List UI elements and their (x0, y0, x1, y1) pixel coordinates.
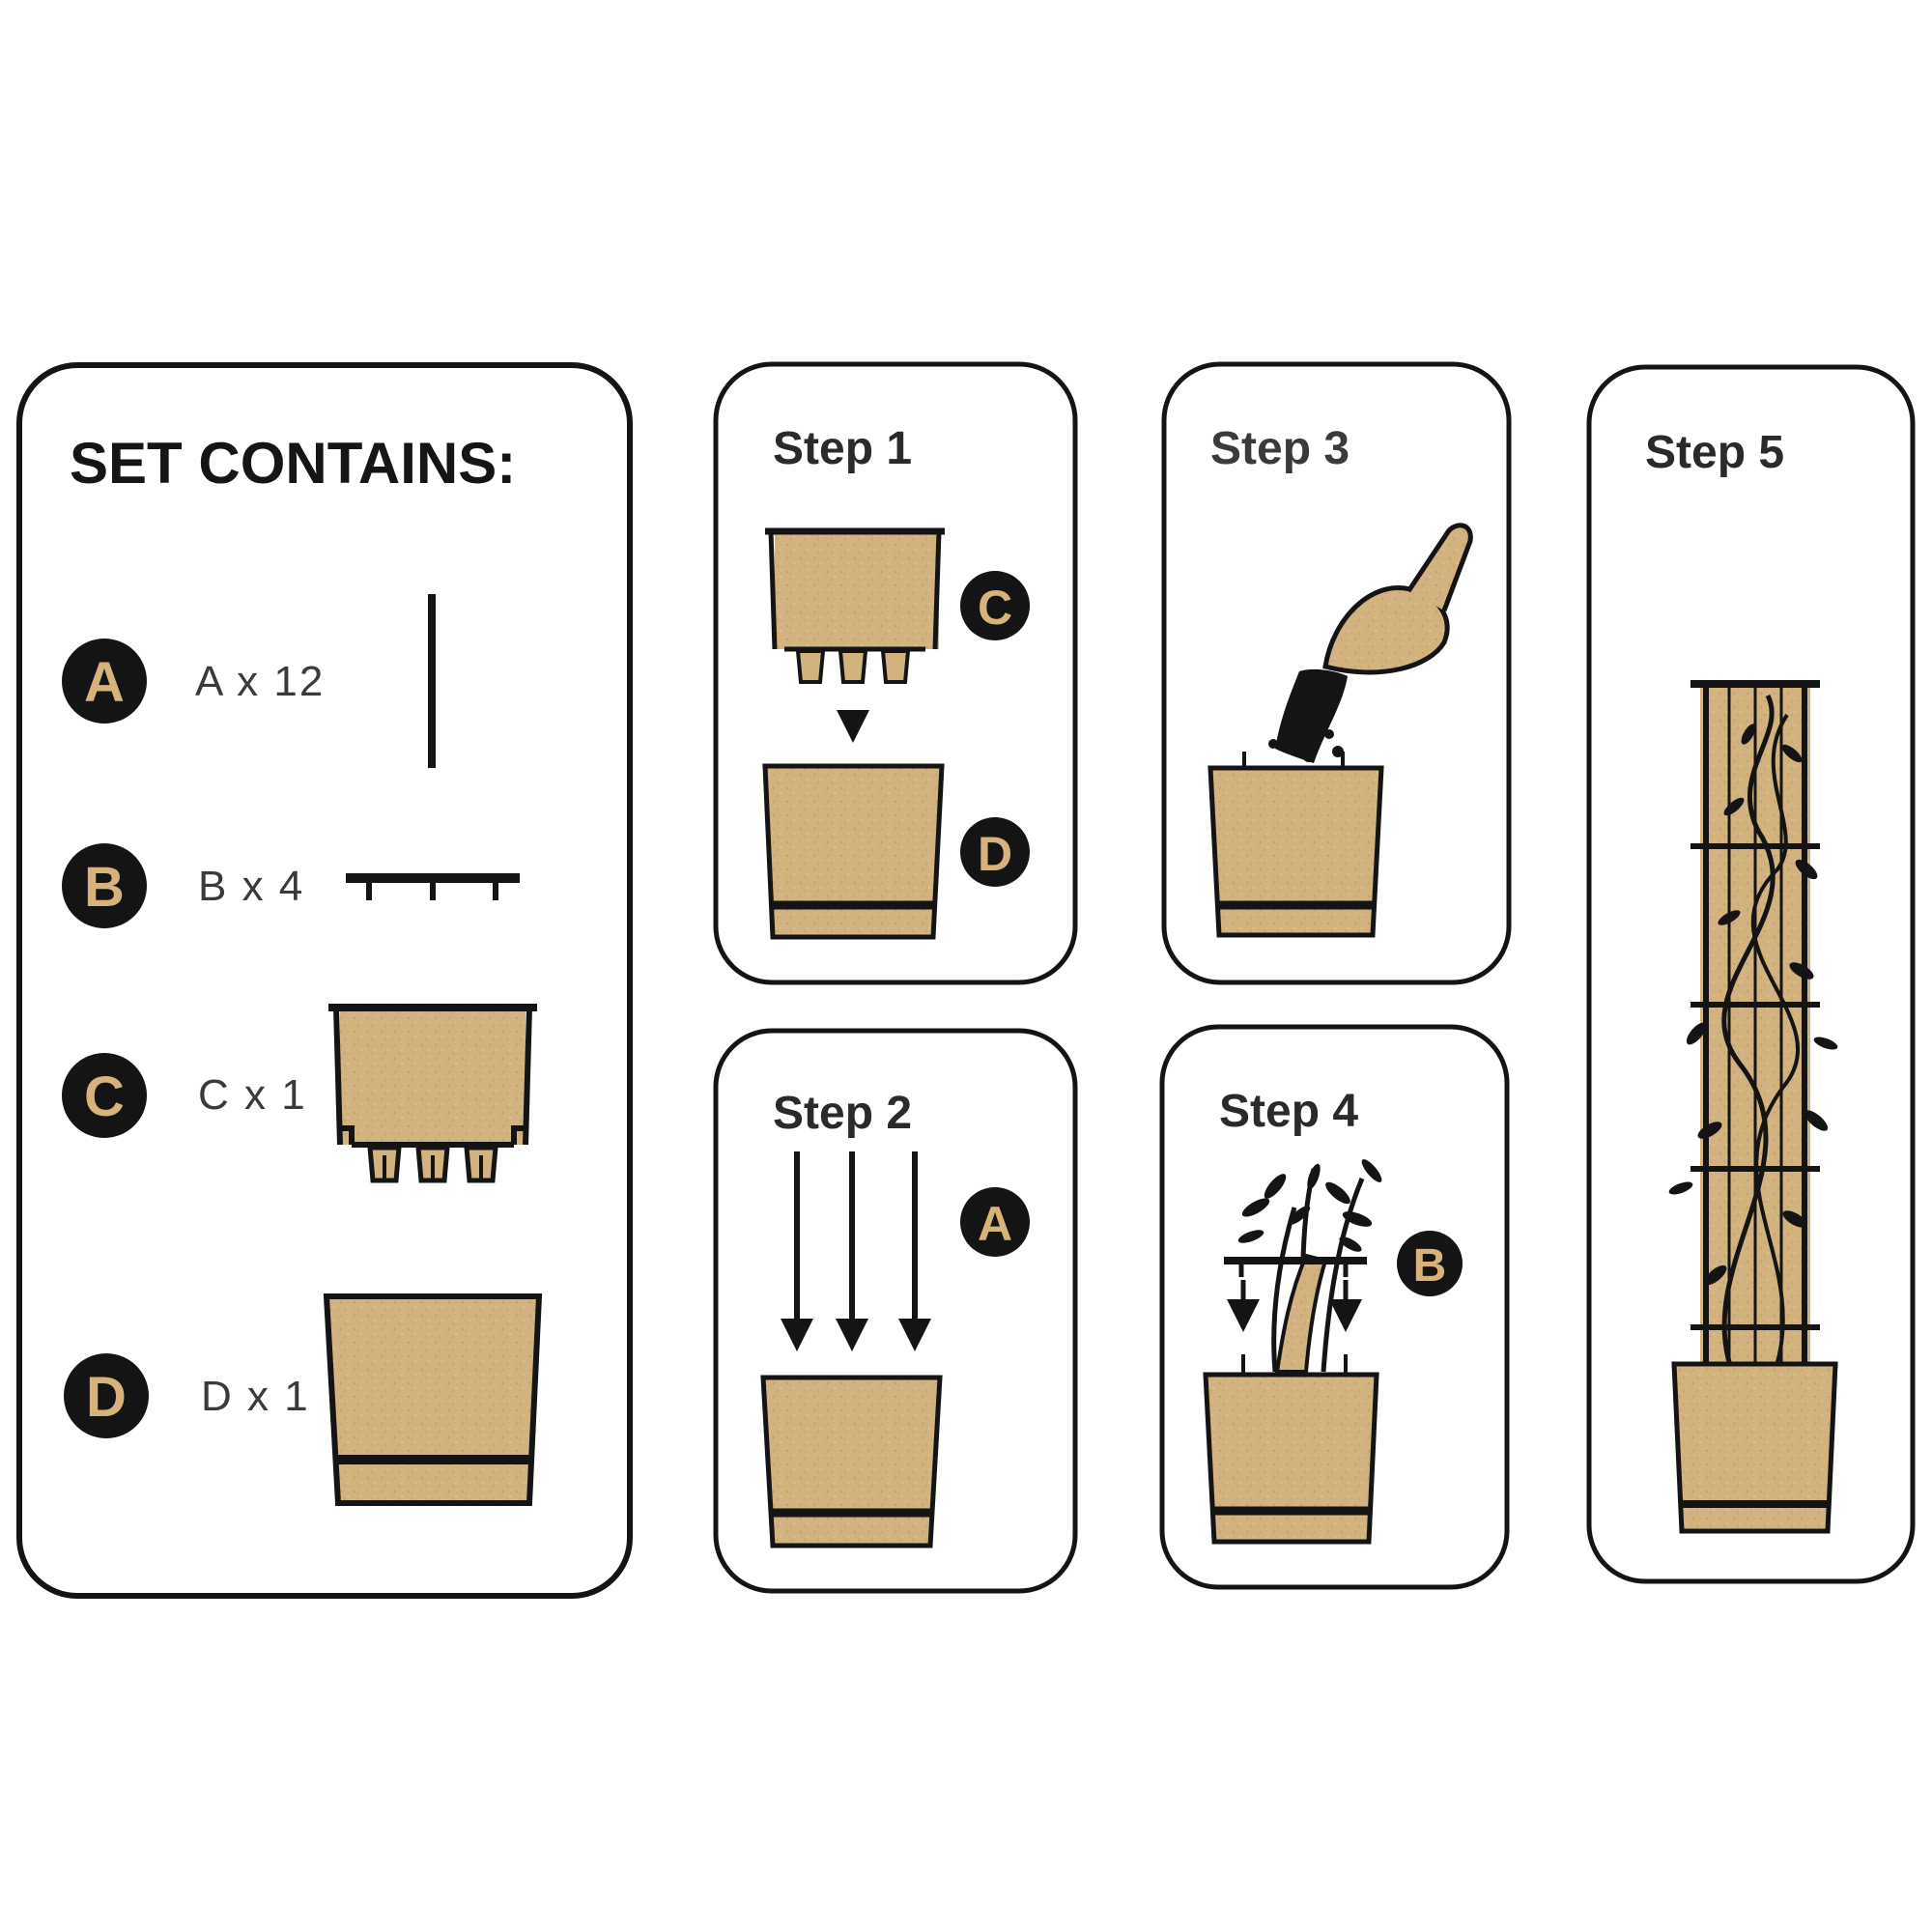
step-1-label: Step 1 (773, 423, 912, 474)
svg-text:B: B (84, 856, 125, 919)
svg-text:A: A (84, 651, 125, 714)
outer-pot-icon (323, 1293, 543, 1506)
item-a-row: A A x 12 (62, 594, 436, 768)
outer-pot-icon (1671, 1361, 1838, 1534)
item-d-row: D D x 1 (64, 1293, 543, 1506)
svg-text:C: C (84, 1065, 125, 1128)
badge-c: C (960, 571, 1030, 640)
crossbar-icon (1224, 1257, 1367, 1277)
item-a-quantity: A x 12 (195, 658, 325, 705)
badge-b: B (1397, 1231, 1463, 1296)
step-5-panel: Step 5 (1586, 364, 1916, 1584)
step-5-label: Step 5 (1645, 427, 1784, 478)
scoop-icon (1322, 523, 1473, 675)
climbing-vine-icon (1668, 694, 1838, 1363)
trellis-icon (1690, 680, 1820, 1365)
svg-text:D: D (978, 827, 1012, 881)
outer-pot-icon (760, 1375, 943, 1548)
stakes-down-arrows (794, 1151, 918, 1321)
arrow-down-icon (1227, 1280, 1362, 1332)
step-4-panel: Step 4 (1159, 1024, 1510, 1590)
item-c-quantity: C x 1 (198, 1071, 307, 1119)
item-b-quantity: B x 4 (198, 863, 304, 910)
item-d-quantity: D x 1 (201, 1373, 310, 1420)
outer-pot-icon (762, 763, 945, 940)
svg-text:B: B (1413, 1240, 1447, 1292)
svg-text:D: D (86, 1366, 127, 1429)
outer-pot-icon (1203, 1354, 1379, 1545)
badge-d: D (960, 817, 1030, 887)
step-3-panel: Step 3 (1161, 361, 1512, 985)
badge-d: D (64, 1353, 149, 1438)
item-c-row: C C x 1 (62, 1004, 537, 1183)
item-b-row: B B x 4 (62, 843, 520, 928)
svg-text:A: A (978, 1197, 1012, 1251)
step-2-panel: Step 2 A (713, 1028, 1078, 1594)
badge-a: A (62, 639, 147, 724)
step-3-label: Step 3 (1210, 423, 1350, 474)
outer-pot-icon (1208, 752, 1384, 938)
crossbar-icon (346, 873, 520, 900)
badge-b: B (62, 843, 147, 928)
step-2-label: Step 2 (773, 1088, 912, 1139)
set-contains-title: SET CONTAINS: (70, 431, 516, 496)
step-4-label: Step 4 (1219, 1086, 1358, 1137)
inner-pot-icon (328, 1004, 537, 1183)
badge-c: C (62, 1053, 147, 1138)
step-1-panel: Step 1 C D (713, 361, 1078, 985)
badge-a: A (960, 1187, 1030, 1257)
set-contains-panel: SET CONTAINS: A A x 12 B B x 4 (16, 362, 633, 1599)
inner-pot-icon (765, 527, 945, 684)
svg-text:C: C (978, 581, 1012, 635)
